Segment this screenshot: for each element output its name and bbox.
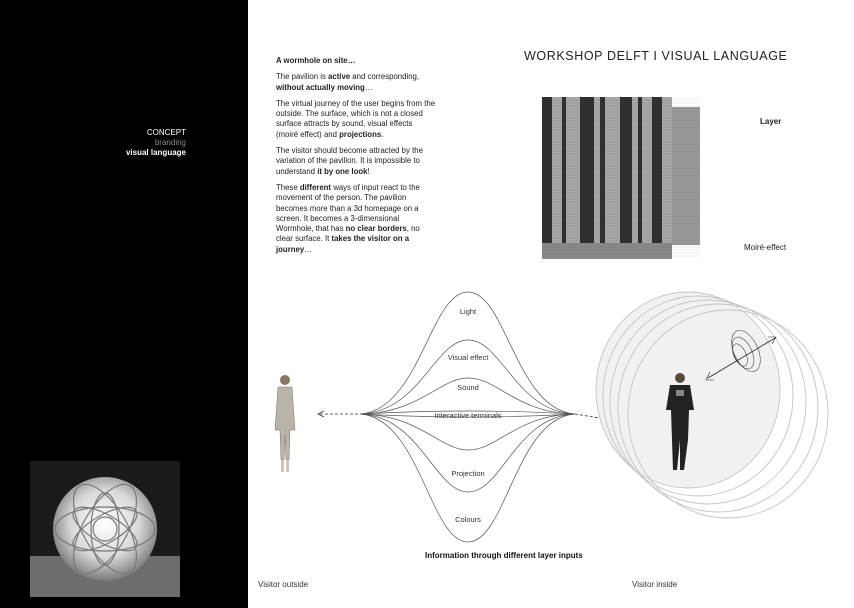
info-label: Information through different layer inpu… [425, 551, 583, 560]
p3-c: ! [367, 166, 370, 176]
lamp-photo [30, 461, 180, 597]
visitor-inside-figure [666, 373, 694, 470]
node-colours: Colours [455, 515, 481, 524]
p4-b: different [299, 182, 332, 192]
paragraph-1: The pavilion is active and corresponding… [276, 72, 436, 93]
sidebar-panel: CONCEPT branding visual language [0, 0, 248, 608]
p2-a: The virtual journey of the user begins f… [276, 98, 436, 139]
p4-a: These [276, 182, 300, 192]
p3-a: The visitor should become attracted by t… [276, 146, 423, 176]
concept-text: A wormhole on site… The pavilion is acti… [276, 56, 436, 261]
layer-diagram: Light Visual effect Sound Interactive te… [240, 270, 854, 600]
text-heading: A wormhole on site… [276, 56, 356, 65]
nav-item-branding[interactable]: branding [154, 138, 186, 147]
p1-d: without actually moving [276, 82, 365, 92]
p2-b: projections [339, 129, 382, 139]
node-projection: Projection [451, 469, 484, 478]
p1-c: and corresponding, [350, 72, 420, 82]
p2-c: . [381, 129, 384, 139]
nav-item-visual-language[interactable]: visual language [125, 148, 186, 157]
p1-e: … [364, 82, 373, 92]
node-visual-effect: Visual effect [448, 353, 489, 362]
spiral-icon [705, 330, 777, 381]
p4-c: ways of input react to the movement of t… [276, 182, 420, 234]
node-light: Light [460, 307, 477, 316]
side-nav: CONCEPT branding visual language [126, 128, 186, 158]
p4-g: … [304, 244, 312, 254]
layer-label: Layer [760, 117, 782, 126]
node-sound: Sound [457, 383, 479, 392]
page-title: WORKSHOP DELFT I VISUAL LANGUAGE [524, 49, 788, 63]
nav-item-concept[interactable]: CONCEPT [146, 128, 186, 137]
p1-b: active [328, 72, 351, 82]
p3-b: it by one look [317, 166, 368, 176]
p4-e: , no clear surface. It [276, 224, 420, 244]
caption-visitor-inside: Visitor inside [632, 580, 678, 589]
paragraph-2: The virtual journey of the user begins f… [276, 99, 436, 140]
paragraph-4: These different ways of input react to t… [276, 183, 436, 255]
layer-curves [359, 291, 576, 543]
p1-a: The pavilion is [276, 72, 329, 82]
moire-pattern [542, 96, 702, 259]
p4-f: takes the visitor on a journey [276, 234, 410, 254]
moire-effect-label: Moiré-effect [744, 243, 787, 252]
wormhole-rings [595, 291, 829, 519]
node-interactive-terminals: Interactive terminals [434, 411, 501, 420]
arrow-outside [317, 410, 358, 418]
paragraph-3: The visitor should become attracted by t… [276, 146, 436, 177]
p4-d: no clear borders [345, 224, 407, 234]
visitor-outside-figure [274, 375, 296, 472]
caption-visitor-outside: Visitor outside [258, 580, 309, 589]
